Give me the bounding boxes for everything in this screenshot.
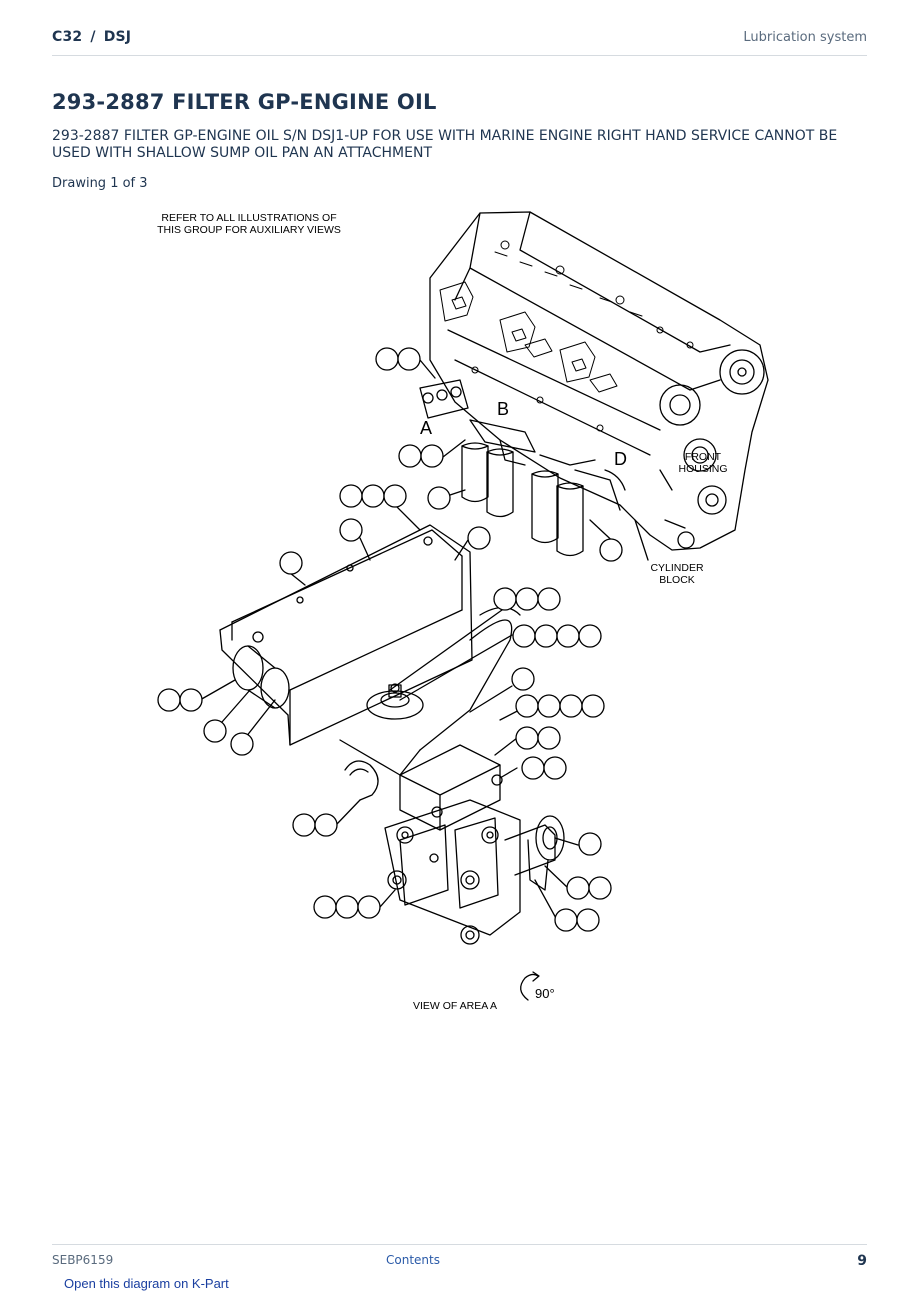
callout-balloon[interactable] bbox=[578, 624, 602, 648]
section-name: Lubrication system bbox=[743, 30, 867, 45]
callout-balloon[interactable] bbox=[511, 667, 535, 691]
page-title: 293-2887 FILTER GP-ENGINE OIL bbox=[52, 90, 437, 114]
callout-balloon[interactable] bbox=[599, 538, 623, 562]
drawing-counter: Drawing 1 of 3 bbox=[52, 176, 148, 191]
callout-balloon[interactable] bbox=[427, 486, 451, 510]
callout-balloon[interactable] bbox=[335, 895, 359, 919]
callout-balloon[interactable] bbox=[556, 624, 580, 648]
header-divider bbox=[52, 55, 867, 56]
open-in-kpart-link[interactable]: Open this diagram on K-Part bbox=[64, 1276, 229, 1291]
callout-balloon[interactable] bbox=[576, 908, 600, 932]
callout-balloon[interactable] bbox=[292, 813, 316, 837]
breadcrumb-separator: / bbox=[90, 29, 96, 45]
part-description: 293-2887 FILTER GP-ENGINE OIL S/N DSJ1-U… bbox=[52, 128, 838, 161]
callout-balloon[interactable] bbox=[566, 876, 590, 900]
callout-balloon[interactable] bbox=[313, 895, 337, 919]
callout-balloon[interactable] bbox=[314, 813, 338, 837]
detail-bracket-drawing bbox=[219, 524, 565, 945]
area-label-a: A bbox=[420, 418, 433, 438]
callout-balloon[interactable] bbox=[203, 719, 227, 743]
label-line: FRONT bbox=[684, 451, 722, 463]
cylinder-block-label: CYLINDER BLOCK bbox=[642, 562, 712, 586]
serial-prefix: DSJ bbox=[103, 29, 132, 45]
auxiliary-views-note: REFER TO ALL ILLUSTRATIONS OF THIS GROUP… bbox=[150, 212, 348, 236]
callout-balloon[interactable] bbox=[493, 587, 517, 611]
callout-balloon[interactable] bbox=[420, 444, 444, 468]
callout-balloon[interactable] bbox=[578, 832, 602, 856]
document-number: SEBP6159 bbox=[52, 1253, 114, 1267]
footer-divider bbox=[52, 1244, 867, 1245]
callout-balloon[interactable] bbox=[581, 694, 605, 718]
view-caption: VIEW OF AREA A bbox=[413, 1000, 498, 1012]
callout-balloon[interactable] bbox=[521, 756, 545, 780]
callout-balloon[interactable] bbox=[515, 726, 539, 750]
callout-balloon[interactable] bbox=[179, 688, 203, 712]
note-line: THIS GROUP FOR AUXILIARY VIEWS bbox=[157, 224, 341, 236]
callout-balloon[interactable] bbox=[537, 694, 561, 718]
callout-balloon[interactable] bbox=[467, 526, 491, 550]
callout-balloon[interactable] bbox=[339, 518, 363, 542]
callout-balloon[interactable] bbox=[543, 756, 567, 780]
callout-balloon[interactable] bbox=[554, 908, 578, 932]
front-housing-label: FRONT HOUSING bbox=[676, 451, 730, 475]
callout-balloon[interactable] bbox=[588, 876, 612, 900]
callout-balloon[interactable] bbox=[375, 347, 399, 371]
callout-balloon[interactable] bbox=[357, 895, 381, 919]
model-breadcrumb: C32 / DSJ bbox=[52, 29, 131, 45]
page-number: 9 bbox=[857, 1253, 867, 1269]
area-label-b: B bbox=[497, 399, 510, 419]
callout-balloon[interactable] bbox=[397, 347, 421, 371]
callout-balloon[interactable] bbox=[537, 587, 561, 611]
callout-balloon[interactable] bbox=[515, 694, 539, 718]
label-line: BLOCK bbox=[659, 574, 695, 586]
label-line: CYLINDER bbox=[650, 562, 704, 574]
callout-balloon[interactable] bbox=[398, 444, 422, 468]
callout-balloon[interactable] bbox=[230, 732, 254, 756]
callout-balloon[interactable] bbox=[537, 726, 561, 750]
note-line: REFER TO ALL ILLUSTRATIONS OF bbox=[161, 212, 337, 224]
contents-link[interactable]: Contents bbox=[386, 1253, 440, 1267]
callout-balloon[interactable] bbox=[157, 688, 181, 712]
area-label-d: D bbox=[614, 449, 627, 469]
callout-balloon[interactable] bbox=[361, 484, 385, 508]
model-name: C32 bbox=[52, 29, 83, 45]
callout-balloon[interactable] bbox=[559, 694, 583, 718]
label-line: HOUSING bbox=[678, 463, 728, 475]
callout-balloon[interactable] bbox=[383, 484, 407, 508]
callout-balloon[interactable] bbox=[279, 551, 303, 575]
rotation-label: 90° bbox=[535, 986, 555, 1001]
callout-balloon[interactable] bbox=[339, 484, 363, 508]
callout-balloon[interactable] bbox=[534, 624, 558, 648]
engine-block-drawing bbox=[419, 211, 769, 557]
callout-balloon[interactable] bbox=[515, 587, 539, 611]
callout-balloon[interactable] bbox=[512, 624, 536, 648]
